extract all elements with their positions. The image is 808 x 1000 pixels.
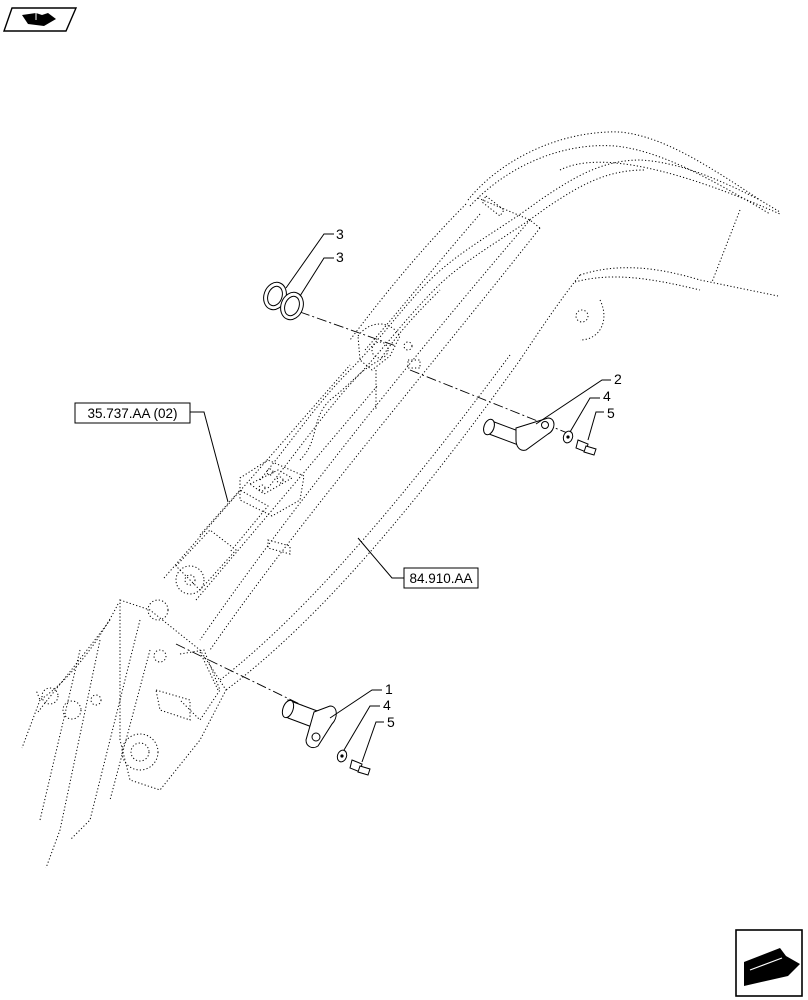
leader-lines [190,233,611,763]
book-arrow-icon[interactable] [3,7,78,32]
next-page-arrow-icon[interactable] [735,929,803,997]
hydraulic-ref-label: 35.737.AA (02) [87,406,177,421]
bolt-part-5a[interactable] [575,439,597,456]
pin-part-2[interactable] [482,417,555,451]
bolt-part-5b[interactable] [349,759,371,776]
pin-part-1[interactable] [280,699,337,749]
center-lines [175,311,571,713]
boom-ref-label: 84.910.AA [409,571,472,586]
callout-4a: 4 [603,388,611,404]
callout-1: 1 [385,681,393,697]
washer-part-4b[interactable] [336,749,349,763]
callout-5b: 5 [387,714,395,730]
hydraulic-ref-box[interactable]: 35.737.AA (02) [74,402,191,424]
o-ring-part-3a[interactable] [260,279,290,313]
callout-3b: 3 [336,249,344,265]
callout-3a: 3 [336,226,344,242]
boom-ref-box[interactable]: 84.910.AA [403,567,479,589]
callout-labels: 3 3 2 4 5 1 4 5 [336,226,622,730]
boom-structure [21,131,781,869]
washer-part-4a[interactable] [562,430,575,444]
callout-5a: 5 [607,405,615,421]
o-ring-part-3b[interactable] [277,289,307,323]
callout-2: 2 [614,371,622,387]
callout-4b: 4 [383,697,391,713]
